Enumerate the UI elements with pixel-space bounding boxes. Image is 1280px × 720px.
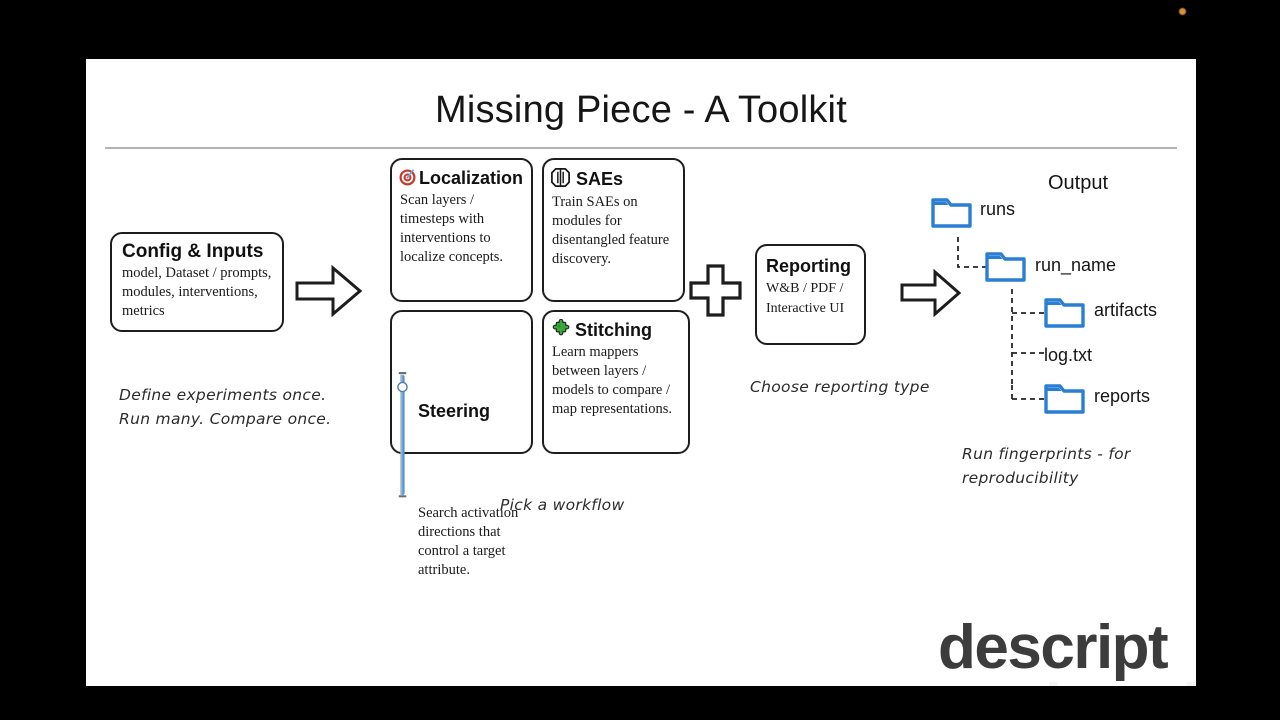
slider-icon — [396, 319, 409, 503]
note-run-fingerprints: Run fingerprints - for reproducibility — [962, 445, 1131, 488]
reporting-card: Reporting W&B / PDF / Interactive UI — [755, 244, 866, 345]
descript-watermark: descript — [1024, 671, 1196, 686]
output-label: Output — [1048, 172, 1109, 194]
tree-label-log-txt[interactable]: log.txt — [1044, 345, 1093, 365]
folder-icon-run-name[interactable] — [985, 251, 1026, 288]
workflow-card-saes: SAEs Train SAEs on modules for disentang… — [542, 158, 685, 302]
workflow-card-stitching: Stitching Learn mappers between layers /… — [542, 310, 690, 454]
folder-icon-runs[interactable] — [931, 197, 972, 234]
plus-icon — [689, 264, 742, 317]
config-inputs-body: model, Dataset / prompts, modules, inter… — [122, 264, 272, 320]
config-inputs-card: Config & Inputs model, Dataset / prompts… — [110, 232, 284, 332]
saes-body: Train SAEs on modules for disentangled f… — [552, 193, 670, 268]
steering-heading-row: Steering — [396, 319, 531, 503]
arrow-right-icon-2 — [900, 268, 962, 318]
stitching-body: Learn mappers between layers / models to… — [552, 343, 672, 418]
reporting-body: W&B / PDF / Interactive UI — [766, 280, 845, 317]
localization-body: Scan layers / timesteps with interventio… — [400, 191, 504, 266]
localization-heading: Localization — [419, 168, 524, 188]
puzzle-piece-icon — [552, 318, 571, 342]
split-circle-icon — [550, 167, 571, 192]
stitching-heading: Stitching — [575, 320, 652, 340]
folder-icon-artifacts[interactable] — [1044, 297, 1085, 334]
note-pick-a-workflow: Pick a workflow — [500, 496, 625, 514]
page-title: Missing Piece - A Toolkit — [435, 89, 847, 131]
recording-indicator-dot — [1179, 8, 1186, 15]
tree-label-run-name[interactable]: run_name — [1035, 255, 1117, 275]
title-divider — [105, 147, 1177, 149]
localization-heading-row: Localization — [398, 167, 531, 190]
stitching-heading-row: Stitching — [552, 318, 688, 342]
tree-connector-lines — [957, 237, 1046, 401]
arrow-right-icon-1 — [295, 264, 363, 318]
reporting-heading: Reporting — [766, 256, 851, 276]
tree-label-artifacts[interactable]: artifacts — [1094, 300, 1158, 320]
folder-icon-reports[interactable] — [1044, 383, 1085, 420]
target-icon — [398, 167, 417, 190]
workflow-card-steering: Steering Search activation directions th… — [390, 310, 533, 578]
steering-heading: Steering — [418, 400, 491, 421]
tree-label-reports[interactable]: reports — [1094, 386, 1151, 406]
tree-label-runs[interactable]: runs — [980, 199, 1016, 219]
workflow-card-localization: Localization Scan layers / timesteps wit… — [390, 158, 533, 302]
saes-heading: SAEs — [576, 169, 624, 189]
slide-canvas: Missing Piece - A Toolkit Config & Input… — [86, 59, 1196, 686]
note-choose-reporting-type: Choose reporting type — [750, 378, 930, 396]
steering-body: Search activation directions that contro… — [418, 504, 519, 579]
saes-heading-row: SAEs — [550, 167, 683, 192]
note-define-experiments: Define experiments once. Run many. Compa… — [119, 386, 332, 429]
config-inputs-heading: Config & Inputs — [122, 241, 264, 262]
